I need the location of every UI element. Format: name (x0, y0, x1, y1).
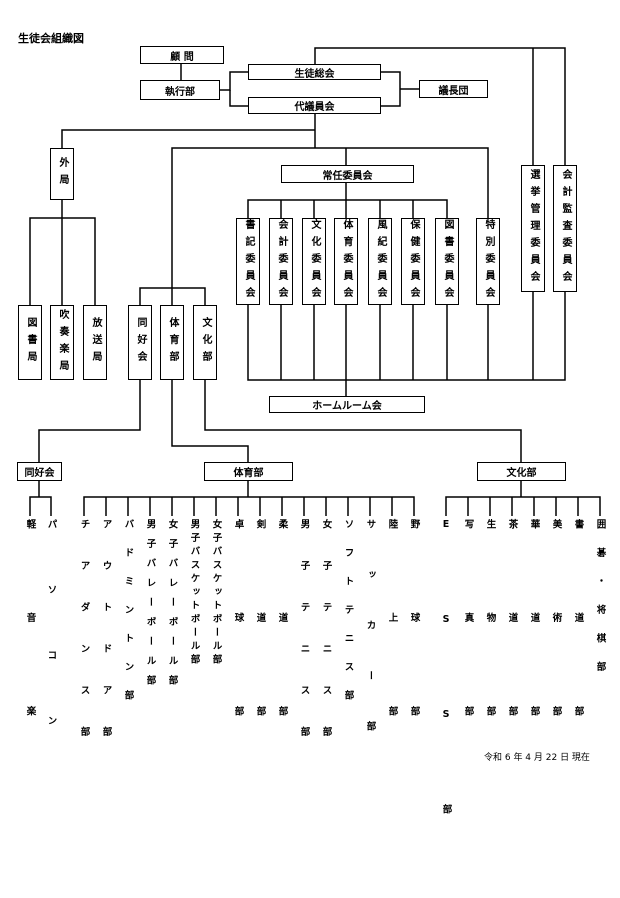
gaikyoku-box: 外局 (50, 148, 74, 200)
bunka-club-kado: 華道部 (528, 519, 540, 800)
connector-lines (29, 47, 601, 516)
taiiku-club-danshi-basukettobooru: 男子バスケットボール部 (188, 519, 200, 668)
gaikyoku-item-suisogaku: 吹奏楽局 (50, 305, 74, 380)
bunka-club-ess: ESS部 (440, 519, 452, 898)
shikkobu-box: 執行部 (140, 80, 220, 100)
committee-tosho: 図書委員会 (435, 218, 459, 305)
dokokai-box: 同好会 (128, 305, 152, 380)
committee-fuki: 風紀委員会 (368, 218, 392, 305)
committee-kaikei: 会計委員会 (269, 218, 293, 305)
taiiku-club-chia-dansu: チアダンス部 (78, 519, 90, 768)
branch-dokokai: 同好会 (17, 462, 62, 481)
kaikei-kansa-box: 会計監査委員会 (553, 165, 577, 292)
taiiku-club-judo: 柔道部 (276, 519, 288, 800)
taiiku-club-kendo: 剣道部 (254, 519, 266, 800)
gichodan-box: 議長団 (419, 80, 488, 98)
committee-bunka: 文化委員会 (302, 218, 326, 305)
bunka-club-seibutsu: 生物部 (484, 519, 496, 800)
committee-taiiku: 体育委員会 (334, 218, 358, 305)
dokokai-club-keiongaku: 軽音楽 (24, 519, 36, 800)
taiiku-club-sofuto-tenisu: ソフトテニス部 (342, 519, 354, 719)
taiiku-club-autodoa: アウトドア部 (100, 519, 112, 768)
taiiku-club-sakkaa: サッカー部 (364, 519, 376, 772)
joninkai-box: 常任委員会 (281, 165, 414, 183)
bunkabu-box: 文化部 (193, 305, 217, 380)
bunka-club-bijutsu: 美術部 (550, 519, 562, 800)
bunka-club-shodo: 書道部 (572, 519, 584, 800)
as-of-date: 令和 6 年 4 月 22 日 現在 (484, 753, 590, 763)
bunka-club-sado: 茶道部 (506, 519, 518, 800)
homeroom-box: ホームルーム会 (269, 396, 425, 413)
taiiku-club-danshi-tenisu: 男子テニス部 (298, 519, 310, 768)
daigiinkai-box: 代議員会 (248, 97, 381, 114)
taiiku-club-joshi-barebooru: 女子バレーボール部 (166, 519, 178, 695)
taiiku-club-badominton: バドミントン部 (122, 519, 134, 719)
branch-taiikubu: 体育部 (204, 462, 293, 481)
page-title: 生徒会組織図 (18, 32, 84, 45)
committee-shoki: 書記委員会 (236, 218, 260, 305)
bunka-club-igo-shogi: 囲碁・将棋部 (594, 519, 606, 690)
taiikubu-box: 体育部 (160, 305, 184, 380)
gaikyoku-item-hoso: 放送局 (83, 305, 107, 380)
tokubetsu-box: 特別委員会 (476, 218, 500, 305)
seitosokai-box: 生徒総会 (248, 64, 381, 80)
taiiku-club-joshi-basukettobooru: 女子バスケットボール部 (210, 519, 222, 668)
taiiku-club-takkyu: 卓球部 (232, 519, 244, 800)
taiiku-club-yakyu: 野球部 (408, 519, 420, 800)
taiiku-club-danshi-barebooru: 男子バレーボール部 (144, 519, 156, 695)
taiiku-club-joshi-tenisu: 女子テニス部 (320, 519, 332, 768)
gaikyoku-item-tosho: 図書局 (18, 305, 42, 380)
senkyo-box: 選挙管理委員会 (521, 165, 545, 292)
bunka-club-shashin: 写真部 (462, 519, 474, 800)
branch-bunkabu: 文化部 (477, 462, 566, 481)
committee-hoken: 保健委員会 (401, 218, 425, 305)
komon-box: 顧 問 (140, 46, 224, 64)
dokokai-club-pasokon: パソコン (45, 519, 57, 781)
taiiku-club-rikujo: 陸上部 (386, 519, 398, 800)
